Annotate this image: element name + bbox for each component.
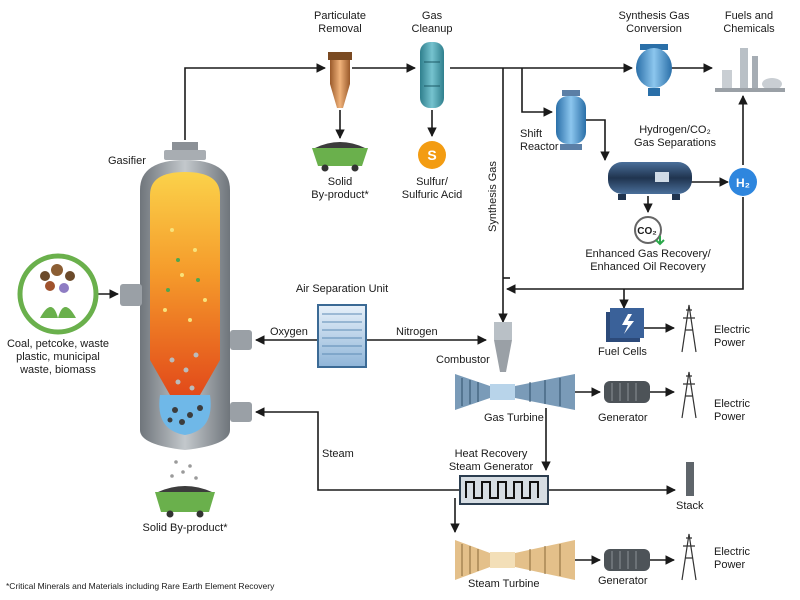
pipe-to-shift-reactor bbox=[521, 68, 553, 117]
steam-turbine-label: Steam Turbine bbox=[468, 578, 540, 590]
pipe-gasifier-to-particulate bbox=[184, 63, 326, 140]
generator-1-label: Generator bbox=[598, 412, 648, 424]
combustor bbox=[494, 322, 512, 372]
pipe-h2-to-combustor bbox=[506, 197, 744, 294]
h2-icon: H₂ bbox=[729, 168, 757, 196]
combustor-label: Combustor bbox=[436, 354, 490, 366]
stack bbox=[686, 462, 694, 496]
footnote: *Critical Minerals and Materials includi… bbox=[6, 581, 275, 591]
oxygen-label: Oxygen bbox=[270, 326, 308, 338]
sulfur-icon-text: S bbox=[427, 147, 436, 163]
fuel-cells-label: Fuel Cells bbox=[598, 346, 647, 358]
fuels-chemicals-refinery bbox=[715, 48, 785, 92]
heat-recovery-steam-generator bbox=[459, 475, 549, 505]
pipe-shift-to-separation bbox=[585, 119, 610, 161]
nitrogen-label: Nitrogen bbox=[396, 326, 438, 338]
co2-icon-text: CO₂ bbox=[637, 226, 656, 237]
electric-power-1-label: Electric Power bbox=[714, 324, 751, 349]
particulate-removal-cyclone bbox=[328, 52, 352, 108]
generator-2-label: Generator bbox=[598, 575, 648, 587]
gas-cleanup-label: Gas Cleanup bbox=[411, 10, 453, 35]
synthesis-gas-conversion-label: Synthesis Gas Conversion bbox=[618, 10, 690, 35]
electric-power-3-label: Electric Power bbox=[714, 546, 751, 571]
hydrogen-co2-separations-label: Hydrogen/CO₂ Gas Separations bbox=[634, 124, 716, 149]
co2-icon: CO₂ bbox=[634, 216, 665, 246]
generator-2 bbox=[604, 549, 650, 571]
feedstock-label: Coal, petcoke, waste plastic, municipal … bbox=[6, 338, 110, 376]
sulfur-icon: S bbox=[418, 141, 446, 169]
enhanced-recovery-label: Enhanced Gas Recovery/ Enhanced Oil Reco… bbox=[585, 248, 711, 273]
gas-cleanup-vessel bbox=[420, 42, 444, 108]
stack-label: Stack bbox=[676, 500, 704, 512]
power-tower-icon-1 bbox=[681, 304, 697, 353]
hydrogen-co2-separation-tank bbox=[608, 162, 692, 200]
steam-label: Steam bbox=[322, 448, 354, 460]
generator-1 bbox=[604, 381, 650, 403]
feedstock-icon bbox=[17, 253, 99, 335]
pipe-steam-to-gasifier bbox=[255, 407, 460, 491]
h2-icon-text: H₂ bbox=[736, 176, 750, 190]
steam-turbine bbox=[455, 540, 575, 580]
fuel-cells-icon bbox=[606, 308, 644, 342]
heat-recovery-label: Heat Recovery Steam Generator bbox=[448, 448, 534, 473]
power-tower-icon-2 bbox=[681, 371, 697, 419]
air-separation-unit-label: Air Separation Unit bbox=[295, 283, 389, 295]
synthesis-gas-label: Synthesis Gas bbox=[487, 161, 499, 232]
solid-byproduct-bottom-label: Solid By-product* bbox=[142, 522, 228, 534]
shift-reactor-vessel bbox=[556, 90, 586, 150]
sulfur-acid-label: Sulfur/ Sulfuric Acid bbox=[401, 176, 463, 201]
gasifier-label: Gasifier bbox=[108, 155, 146, 167]
power-tower-icon-3 bbox=[681, 533, 697, 581]
solid-byproduct-cart-top bbox=[312, 142, 368, 172]
air-separation-unit bbox=[317, 304, 367, 368]
synthesis-gas-conversion-vessel bbox=[636, 44, 672, 96]
solid-byproduct-top-label: Solid By-product* bbox=[311, 176, 369, 201]
gas-turbine-label: Gas Turbine bbox=[484, 412, 544, 424]
solid-byproduct-cart-bottom bbox=[155, 486, 215, 518]
fuels-chemicals-label: Fuels and Chemicals bbox=[723, 10, 775, 35]
electric-power-2-label: Electric Power bbox=[714, 398, 751, 423]
gas-turbine bbox=[455, 374, 575, 410]
particulate-removal-label: Particulate Removal bbox=[314, 10, 366, 35]
shift-reactor-label: Shift Reactor bbox=[520, 128, 559, 153]
gasifier bbox=[120, 142, 252, 480]
